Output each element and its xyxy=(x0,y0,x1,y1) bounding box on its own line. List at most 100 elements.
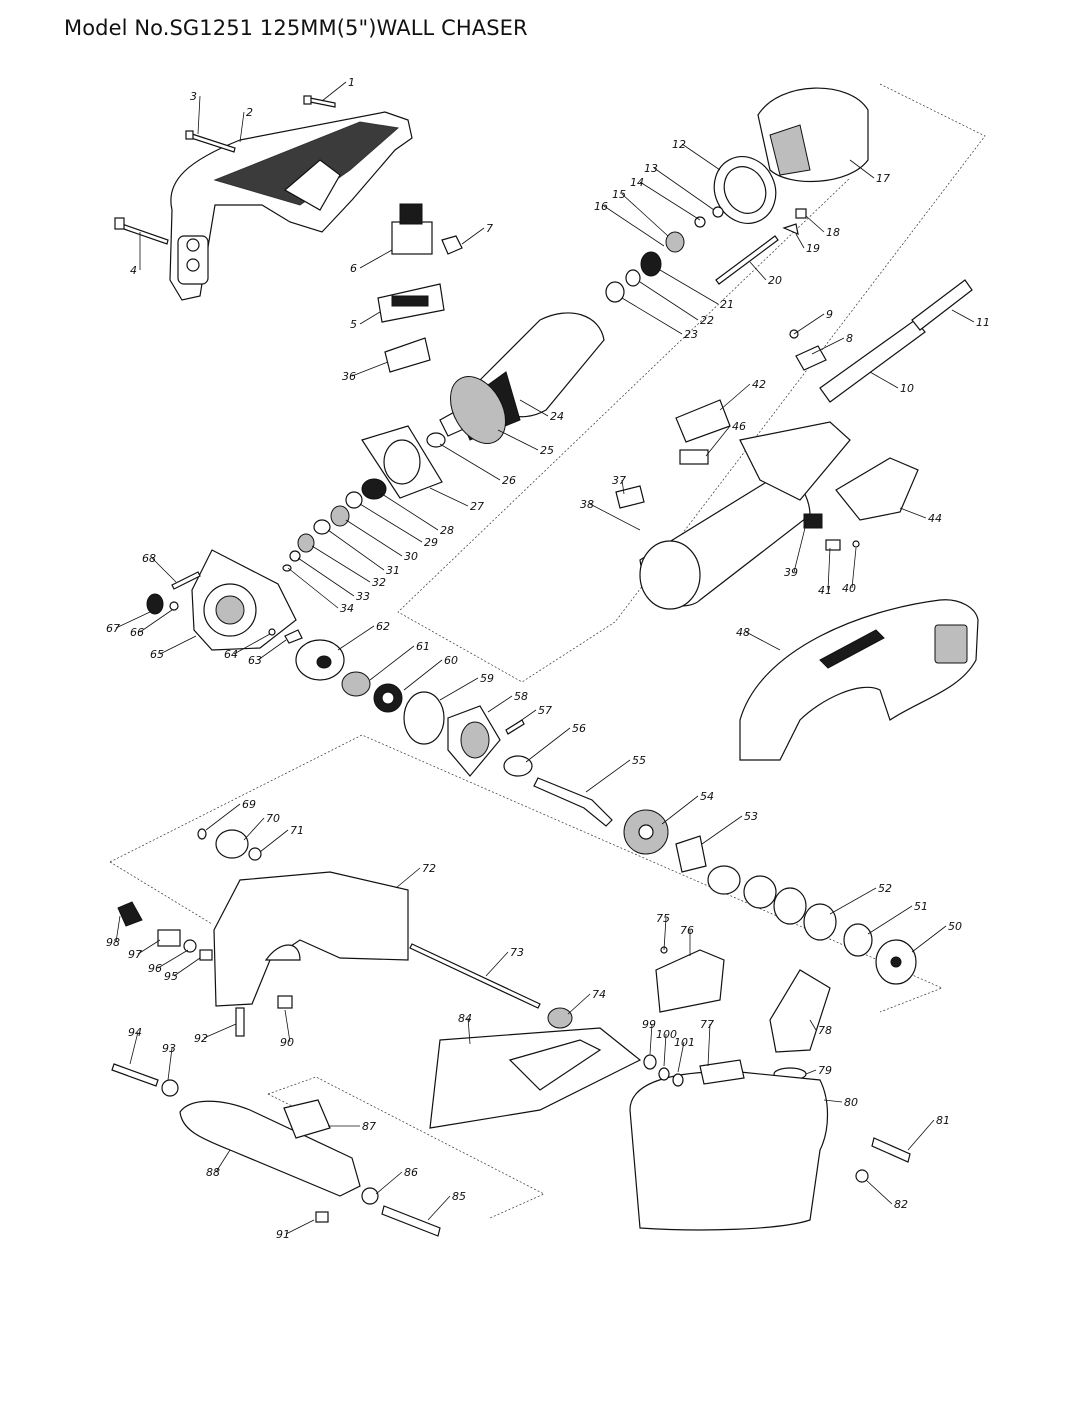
label-37 xyxy=(615,485,645,509)
part-label-98: 98 xyxy=(106,936,120,949)
part-label-86: 86 xyxy=(404,1166,418,1179)
leader-line-44 xyxy=(899,507,927,519)
part-label-76: 76 xyxy=(680,924,694,937)
part-label-19: 19 xyxy=(806,242,820,255)
label-77 xyxy=(699,1059,745,1085)
part-label-22: 22 xyxy=(700,314,714,327)
terminal-46 xyxy=(679,449,709,465)
leader-line-24 xyxy=(519,399,549,417)
cap-7 xyxy=(441,235,463,255)
part-label-96: 96 xyxy=(148,962,162,975)
part-label-100: 100 xyxy=(656,1028,677,1041)
leader-line-98 xyxy=(115,915,121,943)
knob-87 xyxy=(283,1099,331,1139)
leader-line-17 xyxy=(849,159,875,179)
leader-line-33 xyxy=(297,557,355,597)
part-label-44: 44 xyxy=(928,512,942,525)
washer-26 xyxy=(426,432,446,448)
leader-line-75 xyxy=(663,917,667,951)
washer-93 xyxy=(161,1079,179,1097)
screw-4 xyxy=(114,217,169,245)
part-label-59: 59 xyxy=(480,672,494,685)
leader-line-55 xyxy=(585,759,631,793)
part-number-labels: 1234567891011121314151617181920212223242… xyxy=(106,76,990,1241)
part-label-52: 52 xyxy=(878,882,892,895)
gear-54 xyxy=(623,809,669,855)
bearing-box-58 xyxy=(447,705,501,777)
leader-line-67 xyxy=(115,611,151,629)
leader-line-59 xyxy=(439,677,479,701)
ring-12 xyxy=(713,156,777,224)
part-label-62: 62 xyxy=(376,620,390,633)
leader-line-10 xyxy=(869,371,899,389)
part-label-63: 63 xyxy=(248,654,262,667)
leader-line-61 xyxy=(369,645,415,681)
holder-36 xyxy=(384,337,431,373)
page-title: Model No.SG1251 125MM(5")WALL CHASER xyxy=(64,16,528,40)
leader-line-30 xyxy=(345,519,403,557)
part-label-30: 30 xyxy=(404,550,418,563)
leader-line-56 xyxy=(525,727,571,763)
part-label-28: 28 xyxy=(440,524,454,537)
leader-line-91 xyxy=(285,1219,315,1235)
pin-63-64 xyxy=(268,628,303,644)
part-label-38: 38 xyxy=(580,498,594,511)
part-label-78: 78 xyxy=(818,1024,832,1037)
parts-69-71 xyxy=(197,828,262,861)
part-label-87: 87 xyxy=(362,1120,376,1133)
part-label-42: 42 xyxy=(752,378,766,391)
leader-line-23 xyxy=(621,297,683,335)
leader-line-2 xyxy=(239,111,245,143)
washer-82 xyxy=(855,1169,869,1183)
part-label-41: 41 xyxy=(818,584,832,597)
part-label-95: 95 xyxy=(164,970,178,983)
leader-line-54 xyxy=(661,795,699,825)
part-label-50: 50 xyxy=(948,920,962,933)
leader-line-1 xyxy=(321,81,347,102)
front-handle-48 xyxy=(739,599,979,761)
leader-line-53 xyxy=(701,815,743,845)
leader-line-28 xyxy=(381,493,439,531)
leader-line-32 xyxy=(311,545,371,583)
part-label-73: 73 xyxy=(510,946,524,959)
leader-line-78 xyxy=(809,1019,817,1031)
part-label-74: 74 xyxy=(592,988,606,1001)
part-label-85: 85 xyxy=(452,1190,466,1203)
leader-line-72 xyxy=(395,867,421,889)
part-label-53: 53 xyxy=(744,810,758,823)
leader-line-68 xyxy=(151,557,177,583)
part-label-55: 55 xyxy=(632,754,646,767)
spring-74 xyxy=(547,1007,573,1029)
part-label-61: 61 xyxy=(416,640,430,653)
part-label-69: 69 xyxy=(242,798,256,811)
part-label-64: 64 xyxy=(224,648,238,661)
flange-nut-50 xyxy=(875,939,917,985)
bolt-85 xyxy=(381,1205,441,1237)
leader-line-51 xyxy=(867,905,913,935)
part-label-21: 21 xyxy=(720,298,734,311)
leader-line-38 xyxy=(589,503,641,531)
leader-line-27 xyxy=(429,487,469,507)
leader-line-99 xyxy=(649,1023,653,1055)
part-label-57: 57 xyxy=(538,704,552,717)
parts-66-67 xyxy=(146,593,179,615)
part-label-92: 92 xyxy=(194,1032,208,1045)
part-label-93: 93 xyxy=(162,1042,176,1055)
part-label-65: 65 xyxy=(150,648,164,661)
flange-27 xyxy=(361,425,443,499)
leader-line-15 xyxy=(621,193,669,237)
part-label-34: 34 xyxy=(340,602,354,615)
part-label-1: 1 xyxy=(348,76,355,89)
leader-line-93 xyxy=(167,1047,173,1081)
ring-61 xyxy=(341,671,371,697)
leader-line-74 xyxy=(567,993,591,1015)
part-label-39: 39 xyxy=(784,566,798,579)
bolt-73 xyxy=(409,943,541,1009)
motor-housing-38 xyxy=(639,421,851,610)
leader-line-77 xyxy=(707,1023,711,1067)
leader-line-22 xyxy=(639,281,699,321)
part-label-80: 80 xyxy=(844,1096,858,1109)
leader-line-14 xyxy=(639,181,701,221)
washer-51 xyxy=(843,923,873,957)
plate-5 xyxy=(377,283,445,323)
